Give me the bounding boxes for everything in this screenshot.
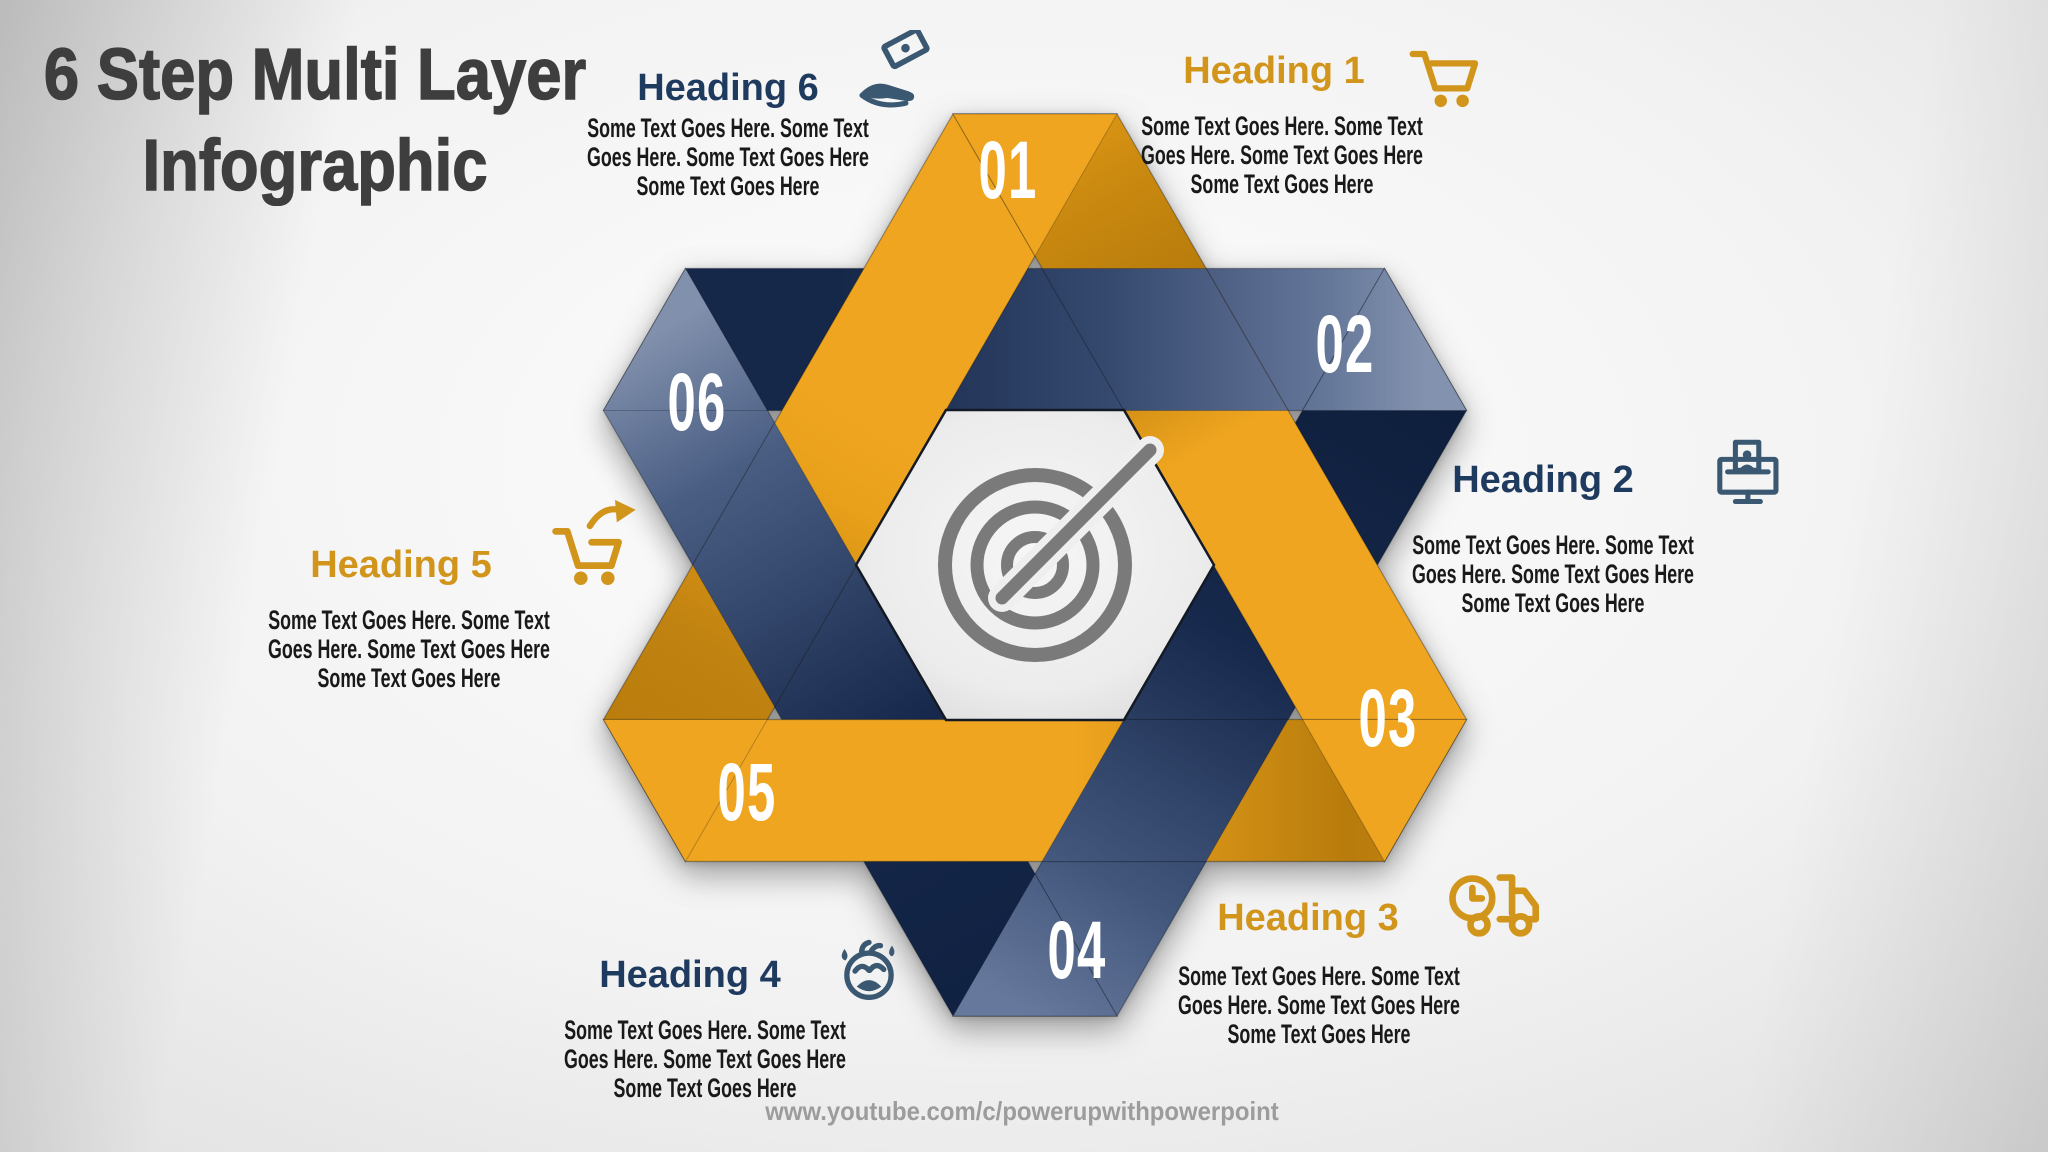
step-4-text-line: Some Text Goes Here xyxy=(613,1073,797,1103)
heading-1: Heading 1 xyxy=(1183,50,1365,92)
navy-corner-04 xyxy=(952,873,1118,1017)
step-4-text-line: Goes Here. Some Text Goes Here xyxy=(564,1044,846,1074)
navy-corner-06 xyxy=(602,267,769,411)
step-2-text: Some Text Goes Here. Some Text Goes Here… xyxy=(1395,531,1712,618)
delivery-truck-clock-icon xyxy=(1449,874,1540,937)
step-5-text-line: Some Text Goes Here xyxy=(317,663,501,693)
step-4-text: Some Text Goes Here. Some Text Goes Here… xyxy=(547,1016,864,1103)
heading-2: Heading 2 xyxy=(1452,459,1634,501)
step-6-text-line: Some Text Goes Here. Some Text xyxy=(587,113,869,143)
step-6-text-line: Goes Here. Some Text Goes Here xyxy=(587,142,869,172)
crying-baby-icon xyxy=(841,939,895,1001)
step-6-text-line: Some Text Goes Here xyxy=(636,171,820,201)
heading-3: Heading 3 xyxy=(1217,897,1399,939)
gold-corner-03 xyxy=(1301,719,1468,863)
step-1-text: Some Text Goes Here. Some Text Goes Here… xyxy=(1124,112,1441,199)
step-1-text-line: Some Text Goes Here. Some Text xyxy=(1141,111,1423,141)
step-2-text-line: Some Text Goes Here xyxy=(1461,588,1645,618)
shopping-cart-icon xyxy=(1409,50,1479,108)
step-3-text: Some Text Goes Here. Some Text Goes Here… xyxy=(1161,962,1478,1049)
gold-corner-05 xyxy=(602,719,769,863)
step-3-text-line: Goes Here. Some Text Goes Here xyxy=(1178,990,1460,1020)
step-6-text: Some Text Goes Here. Some Text Goes Here… xyxy=(570,114,887,201)
heading-4: Heading 4 xyxy=(599,954,781,996)
step-1-text-line: Some Text Goes Here xyxy=(1190,169,1374,199)
step-number-03: 03 xyxy=(1358,673,1417,764)
step-2-text-line: Some Text Goes Here. Some Text xyxy=(1412,530,1694,560)
step-number-04: 04 xyxy=(1047,905,1106,996)
monitor-user-icon xyxy=(1717,439,1779,505)
navy-corner-02 xyxy=(1301,267,1468,411)
slide-title-line2: Infographic xyxy=(142,125,488,206)
target-icon xyxy=(938,436,1164,662)
gold-corner-01 xyxy=(952,113,1118,257)
step-5-text: Some Text Goes Here. Some Text Goes Here… xyxy=(251,606,568,693)
heading-6: Heading 6 xyxy=(637,67,819,109)
slide-title-line1: 6 Step Multi Layer xyxy=(43,34,587,115)
step-5-text-line: Some Text Goes Here. Some Text xyxy=(268,605,550,635)
step-number-06: 06 xyxy=(667,357,726,448)
step-4-text-line: Some Text Goes Here. Some Text xyxy=(564,1015,846,1045)
weave-navy-over-left xyxy=(692,421,858,708)
step-2-text-line: Goes Here. Some Text Goes Here xyxy=(1412,559,1694,589)
step-5-text-line: Goes Here. Some Text Goes Here xyxy=(268,634,550,664)
slide-title: 6 Step Multi Layer Infographic xyxy=(7,30,623,211)
step-1-text-line: Goes Here. Some Text Goes Here xyxy=(1141,140,1423,170)
step-number-01: 01 xyxy=(978,125,1037,216)
hand-money-icon xyxy=(859,30,930,108)
heading-5: Heading 5 xyxy=(310,544,492,586)
step-3-text-line: Some Text Goes Here. Some Text xyxy=(1178,961,1460,991)
weave-navy-over-top-right xyxy=(1041,268,1289,411)
step-number-02: 02 xyxy=(1315,299,1374,390)
weave-navy-over-bottom-right xyxy=(1041,719,1289,862)
step-3-text-line: Some Text Goes Here xyxy=(1227,1019,1411,1049)
cart-arrow-icon xyxy=(552,499,636,585)
footer-url: www.youtube.com/c/powerupwithpowerpoint xyxy=(765,1096,1279,1126)
step-number-05: 05 xyxy=(717,747,776,838)
